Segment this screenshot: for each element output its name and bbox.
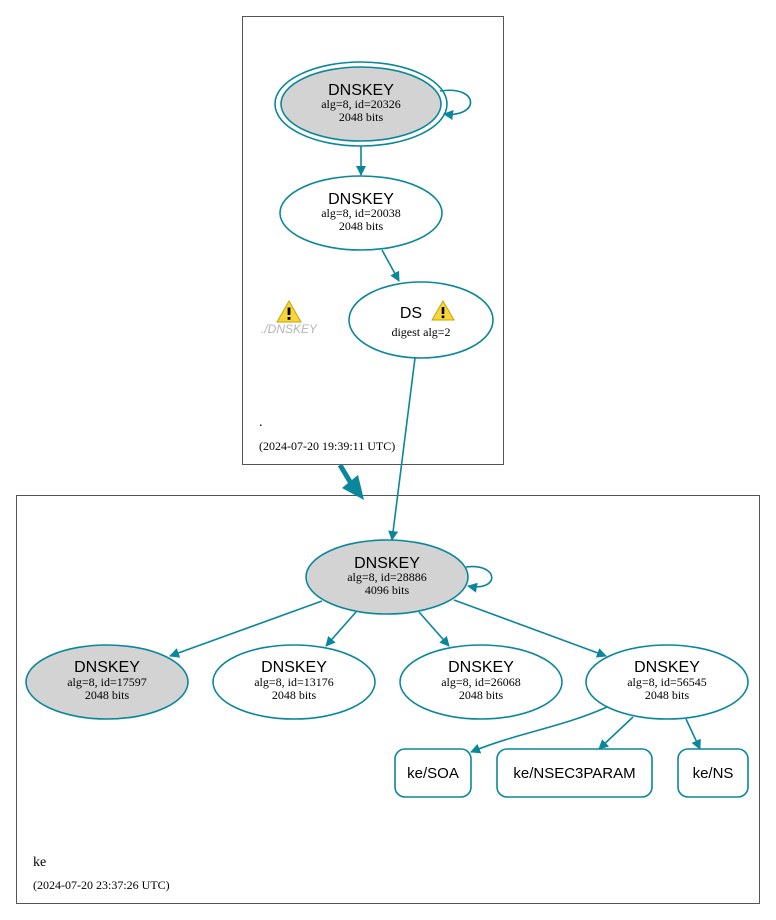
node-line2: 2048 bits: [339, 110, 384, 124]
root-zone-timestamp: (2024-07-20 19:39:11 UTC): [259, 439, 395, 453]
node-ke-dnskey-17597[interactable]: DNSKEY alg=8, id=17597 2048 bits: [25, 644, 189, 720]
edge-56545-to-nsec3param: [598, 716, 634, 750]
node-title: DS: [400, 305, 422, 322]
node-line2: 2048 bits: [459, 688, 504, 702]
node-line1: alg=8, id=28886: [347, 570, 427, 584]
node-root-dnskey-20038[interactable]: DNSKEY alg=8, id=20038 2048 bits: [279, 175, 443, 251]
rrset-label: ke/SOA: [407, 765, 459, 782]
node-line1: alg=8, id=26068: [441, 675, 521, 689]
rrset-ke-soa[interactable]: ke/SOA: [394, 748, 472, 798]
node-title: DNSKEY: [328, 82, 394, 99]
node-line1: alg=8, id=20038: [321, 206, 401, 220]
edge-56545-to-soa: [470, 706, 608, 754]
root-dnskey-warning[interactable]: ./DNSKEY: [261, 299, 318, 336]
edge-self-loop-root-ksk: [439, 89, 472, 120]
edge-56545-to-ns: [685, 718, 701, 750]
ke-zone-box: [16, 495, 760, 904]
edge-root-zsk-to-ds: [381, 249, 400, 282]
rrset-label: ke/NS: [693, 765, 734, 782]
edge-ke-ksk-to-13176: [325, 611, 357, 647]
edge-ke-ksk-to-26068: [418, 611, 450, 647]
delegation-arrow: [337, 463, 364, 500]
edge-self-loop-ke-ksk: [465, 565, 493, 593]
node-root-ds[interactable]: DS digest alg=2: [348, 281, 494, 359]
node-line1: digest alg=2: [391, 325, 450, 339]
node-root-dnskey-20326[interactable]: DNSKEY alg=8, id=20326 2048 bits: [274, 61, 448, 147]
node-title: DNSKEY: [354, 555, 420, 572]
node-title: DNSKEY: [634, 659, 700, 676]
root-zone-box: [242, 16, 504, 465]
node-ke-dnskey-28886[interactable]: DNSKEY alg=8, id=28886 4096 bits: [305, 539, 469, 615]
node-title: DNSKEY: [261, 659, 327, 676]
node-line1: alg=8, id=13176: [254, 675, 334, 689]
ke-zone-timestamp: (2024-07-20 23:37:26 UTC): [33, 878, 170, 892]
ke-zone-name: ke: [33, 855, 46, 870]
node-title: DNSKEY: [448, 659, 514, 676]
warning-icon: [431, 300, 455, 321]
edge-ke-ksk-to-17597: [169, 600, 323, 658]
edge-ke-ksk-to-56545: [453, 599, 607, 658]
rrset-label: ke/NSEC3PARAM: [513, 765, 635, 782]
node-title: DNSKEY: [74, 659, 140, 676]
node-ke-dnskey-56545[interactable]: DNSKEY alg=8, id=56545 2048 bits: [585, 644, 749, 720]
warning-label: ./DNSKEY: [261, 322, 318, 336]
node-line2: 2048 bits: [339, 219, 384, 233]
node-title: DNSKEY: [328, 191, 394, 208]
node-line2: 4096 bits: [365, 583, 410, 597]
rrset-ke-nsec3param[interactable]: ke/NSEC3PARAM: [496, 748, 653, 798]
root-zone-name: .: [259, 415, 263, 430]
node-ke-dnskey-13176[interactable]: DNSKEY alg=8, id=13176 2048 bits: [212, 644, 376, 720]
node-line1: alg=8, id=20326: [321, 97, 401, 111]
node-ke-dnskey-26068[interactable]: DNSKEY alg=8, id=26068 2048 bits: [399, 644, 563, 720]
node-line2: 2048 bits: [272, 688, 317, 702]
rrset-ke-ns[interactable]: ke/NS: [677, 748, 749, 798]
warning-icon: [276, 299, 302, 323]
node-line1: alg=8, id=17597: [67, 675, 147, 689]
node-line1: alg=8, id=56545: [627, 675, 707, 689]
node-line2: 2048 bits: [85, 688, 130, 702]
edge-ds-to-ke-ksk: [388, 357, 416, 541]
node-line2: 2048 bits: [645, 688, 690, 702]
